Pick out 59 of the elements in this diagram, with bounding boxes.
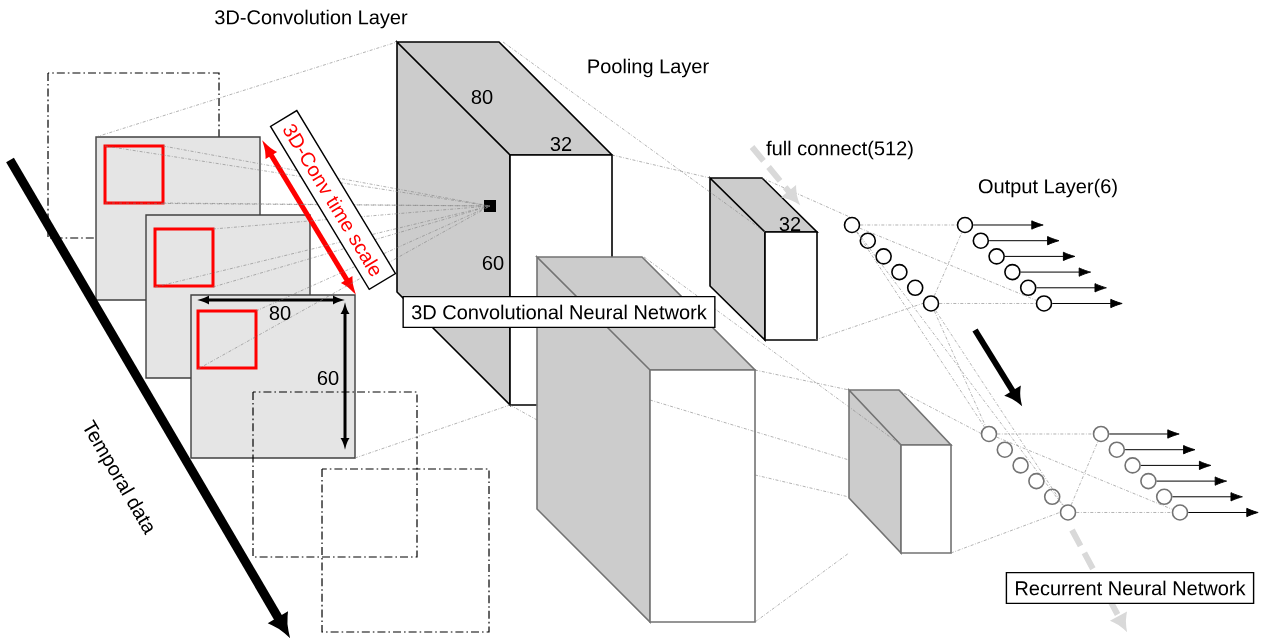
arrow xyxy=(1156,476,1228,486)
neuron-circle xyxy=(1028,472,1045,490)
arrow xyxy=(1172,492,1243,502)
dimension-label: 32 xyxy=(779,216,801,232)
dimension-label: 80 xyxy=(471,89,493,105)
connection-line xyxy=(856,231,985,428)
neuron-circle xyxy=(956,216,974,234)
arrow xyxy=(1051,298,1123,309)
connection-line xyxy=(934,310,986,427)
network-label-box: 3D Convolutional Neural Network xyxy=(402,295,716,329)
connection-line xyxy=(935,310,1064,506)
connection-line xyxy=(856,231,1064,507)
connection-line xyxy=(859,227,1037,301)
dimension-label: 32 xyxy=(550,136,572,152)
layer-title: 3D-Convolution Layer xyxy=(215,9,408,29)
neuron-circle xyxy=(859,232,877,249)
layer-title: Pooling Layer xyxy=(588,58,709,78)
neuron-circle xyxy=(922,295,940,312)
dimension-label: 60 xyxy=(317,370,339,386)
arrow xyxy=(1036,283,1107,293)
neuron-circle xyxy=(906,279,924,297)
connection-line xyxy=(996,436,1173,510)
arrow xyxy=(972,220,1044,230)
arrow xyxy=(988,236,1060,246)
arrow xyxy=(1124,445,1196,455)
arrow xyxy=(1020,267,1092,277)
neuron-circle xyxy=(996,441,1014,458)
connection-line xyxy=(1070,441,1099,506)
arrow xyxy=(1108,429,1180,439)
neuron-circle xyxy=(1108,441,1126,458)
connection-line xyxy=(1076,512,1172,513)
layer-title: Output Layer(6) xyxy=(978,178,1117,198)
layer-title: full connect(512) xyxy=(766,140,913,160)
arrow xyxy=(1004,251,1076,262)
neuron-circle xyxy=(988,248,1005,265)
neuron-circle xyxy=(1019,279,1037,297)
connection-line xyxy=(934,232,962,297)
neuron-circle xyxy=(1035,295,1053,312)
neuron-circle xyxy=(1140,472,1157,490)
neuron-circle xyxy=(980,425,998,443)
arrow xyxy=(1140,460,1212,471)
neuron-circle xyxy=(1171,504,1189,521)
neuron-circle xyxy=(1155,488,1173,506)
neuron-circle xyxy=(1012,457,1029,474)
neuron-circle xyxy=(1124,457,1141,474)
neuron-circle xyxy=(875,248,892,265)
neuron-circle xyxy=(1043,488,1061,506)
neuron-circle xyxy=(972,232,990,249)
connection-line xyxy=(939,303,1036,304)
neuron-circle xyxy=(891,263,908,281)
dimension-label: 60 xyxy=(482,255,504,271)
neuron-circle xyxy=(1092,425,1110,443)
connection-line xyxy=(997,433,1093,435)
network-label-box: Recurrent Neural Network xyxy=(1005,571,1255,605)
arrow xyxy=(1187,507,1259,518)
neuron-circle xyxy=(1004,263,1021,281)
neuron-circle xyxy=(1059,504,1077,521)
connection-line xyxy=(860,224,957,226)
neuron-circle xyxy=(843,216,861,234)
